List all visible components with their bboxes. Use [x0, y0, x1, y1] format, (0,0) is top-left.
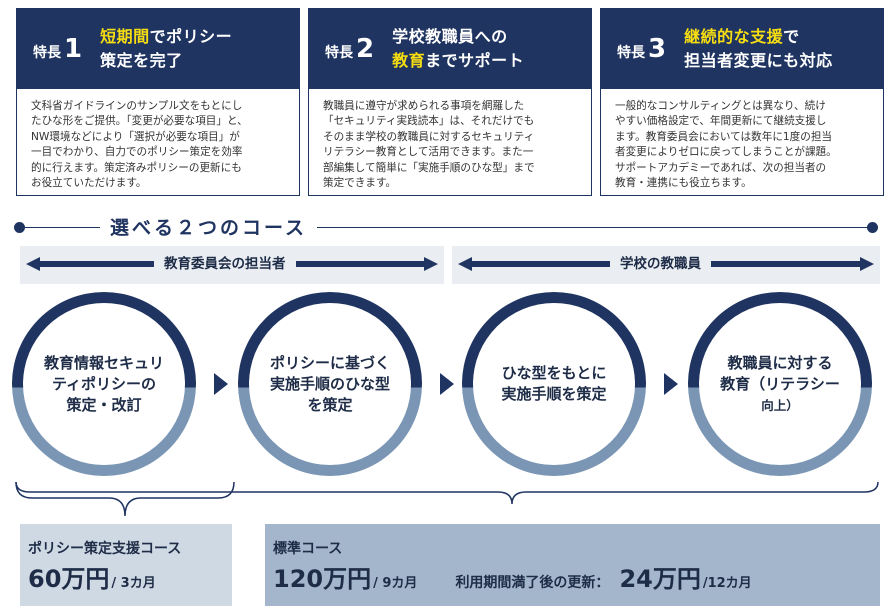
- renewal-label: 利用期間満了後の更新：: [455, 575, 610, 591]
- renewal-price: 24万円: [619, 565, 701, 593]
- feature-card-3: 特長 3 継続的な支援で 担当者変更にも対応 一般的なコンサルティングとは異なり…: [600, 8, 884, 196]
- title-line-right: [314, 227, 872, 228]
- course-price: 60万円: [28, 565, 110, 593]
- left-dot: [14, 222, 25, 233]
- step-circle-4: 教職員に対する 教育（リテラシー 向上）: [688, 292, 872, 476]
- feature-description: 教職員に遵守が求められる事項を網羅した 「セキュリティ実践読本」は、それだけでも…: [323, 100, 535, 190]
- feature-card-header: 特長 2 学校教職員への 教育までサポート: [309, 9, 591, 89]
- feature-card-header: 特長 3 継続的な支援で 担当者変更にも対応: [601, 9, 883, 89]
- feature-title: 学校教職員への 教育までサポート: [392, 27, 525, 70]
- step-text: 教育情報セキュリ ティポリシーの 策定・改訂: [43, 353, 164, 414]
- right-dot: [867, 222, 878, 233]
- course-term: / 9カ月: [373, 576, 418, 591]
- step-arrow-icon: [440, 373, 454, 395]
- feature-title: 短期間でポリシー 策定を完了: [100, 27, 233, 70]
- course-term: / 3カ月: [111, 576, 156, 591]
- feature-card-1: 特長 1 短期間でポリシー 策定を完了 文科省ガイドラインのサンプル文をもとにし…: [16, 8, 300, 196]
- step-arrow-icon: [214, 373, 228, 395]
- course-title: 選べる２つのコース: [100, 213, 318, 240]
- step-circle-3: ひな型をもとに 実施手順を策定: [462, 292, 646, 476]
- feature-description: 文科省ガイドラインのサンプル文をもとにし たひな形をご提供。「変更が必要な項目」…: [31, 100, 248, 190]
- audience-label-teachers: 学校の教職員: [610, 252, 711, 276]
- step-text: 教職員に対する 教育（リテラシー 向上）: [720, 353, 840, 413]
- feature-badge: 特長 3: [617, 34, 667, 64]
- course-name: ポリシー策定支援コース: [28, 541, 182, 557]
- feature-card-header: 特長 1 短期間でポリシー 策定を完了: [17, 9, 299, 89]
- course-name: 標準コース: [273, 541, 343, 557]
- feature-badge: 特長 1: [33, 34, 83, 64]
- step-text: ポリシーに基づく 実施手順のひな型 を策定: [269, 353, 390, 414]
- title-line-left: [20, 227, 110, 228]
- policy-course-box: ポリシー策定支援コース 60万円 / 3カ月: [20, 524, 232, 606]
- step-circle-1: 教育情報セキュリ ティポリシーの 策定・改訂: [12, 292, 196, 476]
- standard-course-box: 標準コース 120万円 / 9カ月 利用期間満了後の更新： 24万円 /12カ月: [265, 524, 880, 606]
- course-price: 120万円: [273, 565, 372, 593]
- audience-label-board: 教育委員会の担当者: [154, 252, 296, 276]
- brace-policy-course: [15, 481, 235, 517]
- feature-badge: 特長 2: [325, 34, 375, 64]
- feature-description: 一般的なコンサルティングとは異なり、続け やすい価格設定で、年間更新にて継続支援…: [615, 100, 837, 190]
- step-circle-2: ポリシーに基づく 実施手順のひな型 を策定: [238, 292, 422, 476]
- step-text: ひな型をもとに 実施手順を策定: [501, 364, 607, 403]
- feature-title: 継続的な支援で 担当者変更にも対応: [684, 27, 833, 70]
- brace-standard-course: [15, 481, 879, 505]
- step-arrow-icon: [664, 373, 678, 395]
- renewal-term: /12カ月: [702, 576, 752, 591]
- feature-card-2: 特長 2 学校教職員への 教育までサポート 教職員に遵守が求められる事項を網羅し…: [308, 8, 592, 196]
- course-title-row: 選べる２つのコース: [14, 213, 878, 241]
